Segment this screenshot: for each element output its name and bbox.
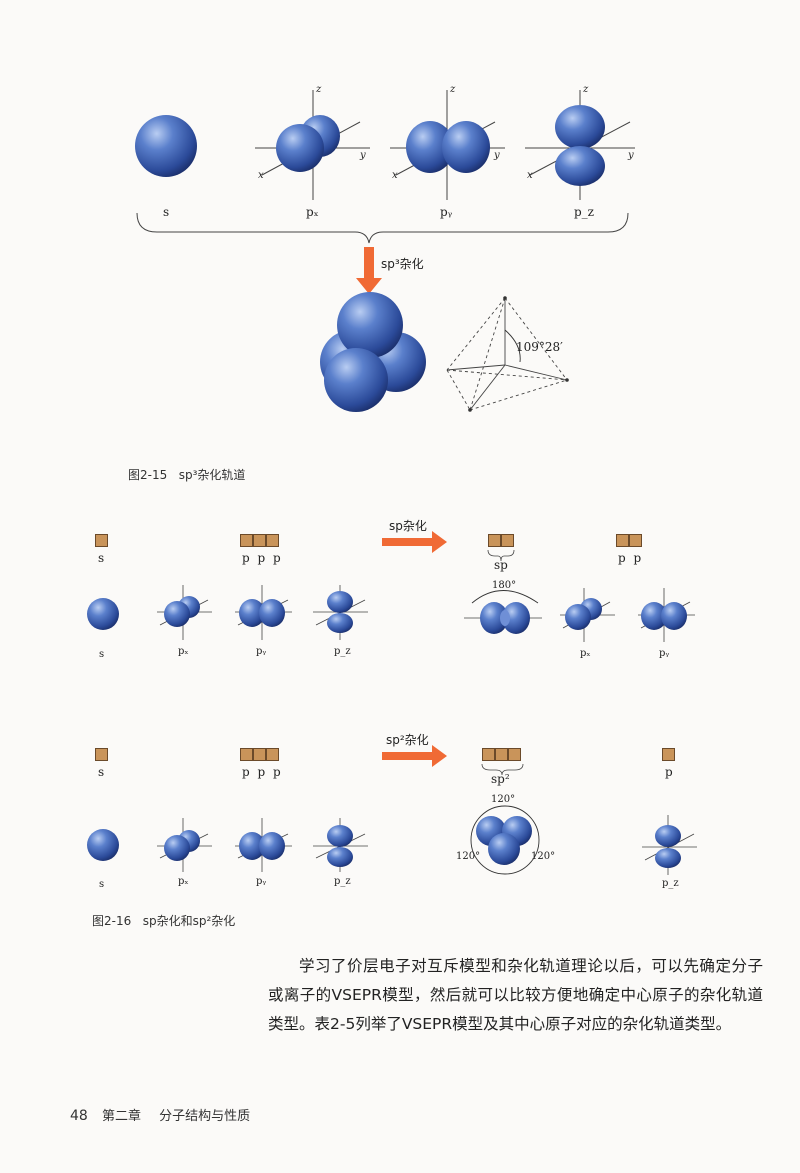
- sp-arrow-label: sp杂化: [389, 519, 427, 533]
- sp2-px-orbital: [157, 818, 212, 872]
- sp2-angle-right: 120°: [531, 851, 556, 862]
- label-px: pₓ: [306, 205, 319, 219]
- chapter-label: 第二章: [101, 1109, 141, 1124]
- sp2-p-box: [240, 748, 279, 761]
- paragraph-text: 学习了价层电子对互斥模型和杂化轨道理论以后，可以先确定分子或离子的VSEPR模型…: [268, 957, 763, 1033]
- fig15-caption-text: sp³杂化轨道: [178, 468, 246, 482]
- axis-x-pz: x: [527, 170, 533, 181]
- sp-remaining-py: [638, 588, 695, 642]
- sp2-hybrid-box-label: sp²: [491, 772, 510, 786]
- fig16-caption-num: 图2-16: [92, 914, 132, 928]
- sp-hybrid-orbitals: [464, 590, 542, 634]
- axis-z-px: z: [316, 84, 322, 95]
- sp-label-right-px: pₓ: [580, 648, 591, 659]
- fig16-caption-text: sp杂化和sp²杂化: [142, 914, 236, 928]
- sp2-label-px: pₓ: [178, 876, 189, 887]
- chapter-title: 分子结构与性质: [159, 1109, 251, 1124]
- tetrahedral-angle: 109°28′: [516, 340, 563, 354]
- tetrahedron-diagram: [446, 297, 568, 411]
- sp-pz-orbital: [313, 585, 368, 640]
- sp3-arrow-label: sp³杂化: [381, 257, 424, 271]
- label-py: pᵧ: [440, 205, 453, 219]
- pz-orbital: [525, 90, 635, 200]
- px-orbital: [255, 90, 370, 200]
- grouping-brace: [136, 212, 629, 244]
- fig16-caption: 图2-16 sp杂化和sp²杂化: [92, 912, 235, 929]
- sp2-s-box-label: s: [98, 765, 105, 779]
- sp2-remaining-pz: [642, 815, 697, 875]
- axis-x-py: x: [392, 170, 398, 181]
- sp2-p-box-label: p p p: [242, 765, 283, 779]
- sp-s-box: [95, 534, 108, 547]
- sp2-label-s: s: [99, 879, 105, 890]
- sp-s-box-label: s: [98, 551, 105, 565]
- sp-label-s: s: [99, 649, 105, 660]
- sp2-pz-orbital: [313, 818, 368, 872]
- sp2-remaining-box: [662, 748, 675, 761]
- sp3-arrow: [356, 247, 382, 294]
- page-footer: 48 第二章 分子结构与性质: [70, 1105, 250, 1124]
- sp2-arrow: [382, 745, 447, 767]
- axis-z-pz: z: [583, 84, 589, 95]
- sp2-angle-top: 120°: [491, 794, 516, 805]
- sp-label-px: pₓ: [178, 646, 189, 657]
- sp2-label-pz: p_z: [334, 876, 351, 887]
- sp2-s-sphere: [87, 829, 119, 861]
- sp-hybrid-box: [488, 534, 514, 547]
- sp2-arrow-label: sp²杂化: [386, 733, 429, 747]
- sp2-remaining-box-label: p: [665, 765, 673, 779]
- sp-label-py: pᵧ: [256, 646, 267, 657]
- axis-y-py: y: [494, 150, 500, 161]
- sp-remaining-box: [616, 534, 642, 547]
- sp-s-sphere: [87, 598, 119, 630]
- sp-hybrid-box-label: sp: [494, 558, 508, 572]
- sp2-label-py: pᵧ: [256, 876, 267, 887]
- axis-z-py: z: [450, 84, 456, 95]
- fig15-caption: 图2-15 sp³杂化轨道: [128, 466, 245, 483]
- label-pz: p_z: [574, 205, 595, 219]
- axis-x-px: x: [258, 170, 264, 181]
- sp2-hybrid-orbitals: [470, 805, 540, 875]
- body-paragraph: 学习了价层电子对互斥模型和杂化轨道理论以后，可以先确定分子或离子的VSEPR模型…: [268, 952, 763, 1039]
- sp-label-right-py: pᵧ: [659, 648, 670, 659]
- sp3-orbital-cluster: [320, 292, 426, 412]
- page-number: 48: [70, 1108, 88, 1124]
- sp-p-box: [240, 534, 279, 547]
- sp-label-pz: p_z: [334, 646, 351, 657]
- sp2-label-right-pz: p_z: [662, 878, 679, 889]
- sp-px-orbital: [157, 585, 212, 640]
- sp2-py-orbital: [235, 818, 292, 872]
- py-orbital: [390, 90, 505, 200]
- fig15-caption-num: 图2-15: [128, 468, 168, 482]
- s-orbital-sphere: [135, 115, 197, 177]
- sp-remaining-px: [560, 588, 615, 642]
- axis-y-px: y: [360, 150, 366, 161]
- sp-arrow: [382, 531, 447, 553]
- sp-angle: 180°: [492, 580, 517, 591]
- label-s: s: [163, 205, 170, 219]
- sp2-s-box: [95, 748, 108, 761]
- axis-y-pz: y: [628, 150, 634, 161]
- sp-py-orbital: [235, 585, 292, 640]
- sp2-angle-left: 120°: [456, 851, 481, 862]
- sp-p-box-label: p p p: [242, 551, 283, 565]
- sp-remaining-box-label: p p: [618, 551, 644, 565]
- sp2-hybrid-box: [482, 748, 521, 761]
